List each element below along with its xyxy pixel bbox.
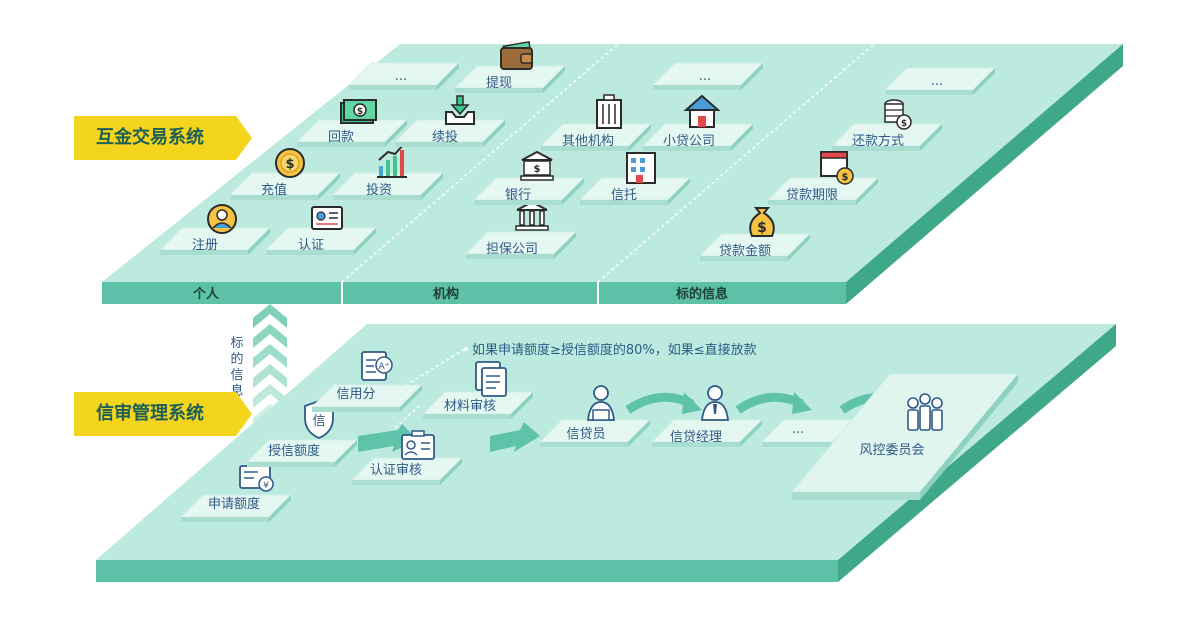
svg-text:担保公司: 担保公司 (486, 242, 538, 257)
tile-reinvest[interactable]: 续投 (394, 95, 506, 148)
flow-arrow-4 (735, 392, 812, 414)
loan-manager-icon (700, 385, 730, 421)
user-avatar-icon (207, 204, 237, 234)
id-card-icon (311, 206, 343, 230)
tile-verification-review[interactable]: 认证审核 (351, 430, 463, 486)
tile-repayment-method[interactable]: 还款方式 $ (831, 99, 943, 152)
target-info-vertical-label: 标的信息 (230, 336, 244, 399)
svg-text:认证审核: 认证审核 (370, 463, 422, 478)
tile-withdraw[interactable]: 提现 (454, 40, 566, 94)
bank-icon: $ (520, 150, 554, 181)
svg-text:$: $ (534, 164, 541, 175)
tile-approval-more[interactable]: ... (761, 419, 873, 448)
svg-text:提现: 提现 (486, 75, 512, 91)
committee-group-icon (907, 393, 943, 431)
tile-individual-more[interactable]: ... (348, 62, 460, 91)
tile-target-more[interactable]: ... (884, 67, 996, 96)
svg-text:信贷员: 信贷员 (566, 427, 605, 442)
credit-review-system-tag: 信审管理系统 (74, 392, 252, 436)
house-icon (683, 94, 721, 128)
svg-text:充值: 充值 (261, 182, 287, 198)
svg-text:信托: 信托 (611, 188, 637, 203)
svg-text:银行: 银行 (505, 188, 531, 203)
tile-apply-amount[interactable]: 申请额度 ¥ (180, 465, 292, 523)
p2p-trading-system-tag: 互金交易系统 (74, 116, 252, 160)
inbox-download-icon (445, 95, 475, 125)
id-badge-icon (401, 430, 435, 460)
tile-risk-committee[interactable]: 风控委员会 (790, 373, 1020, 500)
svg-text:认证: 认证 (298, 238, 324, 253)
svg-text:贷款期限: 贷款期限 (786, 188, 838, 203)
svg-text:A⁺: A⁺ (379, 362, 390, 372)
skyscraper-icon (596, 94, 622, 129)
money-bag-icon: $ (749, 207, 775, 237)
section-individual: 个人 (192, 286, 220, 302)
bottom-platform (96, 324, 1116, 582)
svg-text:$: $ (757, 220, 767, 236)
svg-text:...: ... (699, 69, 711, 84)
tile-trust[interactable]: 信托 (579, 152, 691, 206)
cash-icon: $ (340, 99, 377, 124)
svg-text:续投: 续投 (432, 129, 458, 145)
tile-credit-score[interactable]: 信用分 A⁺ (311, 351, 423, 413)
svg-text:其他机构: 其他机构 (562, 134, 614, 149)
coin-icon: $ (275, 148, 305, 178)
section-institution: 机构 (433, 286, 459, 302)
tile-loan-officer[interactable]: 信贷员 (539, 385, 651, 448)
svg-text:...: ... (931, 74, 943, 89)
tile-verify[interactable]: 认证 (265, 206, 377, 256)
svg-text:材料审核: 材料审核 (444, 399, 496, 414)
svg-text:投资: 投资 (366, 182, 392, 198)
growth-chart-icon (377, 143, 407, 178)
grade-document-icon: A⁺ (361, 351, 393, 381)
flow-arrow-3 (625, 392, 702, 414)
svg-text:申请额度: 申请额度 (208, 496, 260, 512)
svg-text:信用分: 信用分 (336, 387, 375, 402)
flow-arrow-2 (490, 422, 540, 452)
svg-text:...: ... (395, 69, 407, 84)
svg-text:小贷公司: 小贷公司 (663, 134, 715, 149)
tile-register[interactable]: 注册 (159, 204, 271, 256)
tile-material-review[interactable]: 材料审核 (422, 361, 534, 420)
svg-text:$: $ (357, 107, 363, 117)
svg-text:信贷经理: 信贷经理 (670, 430, 722, 445)
institution-icon (515, 200, 549, 231)
svg-text:$: $ (285, 157, 294, 172)
tile-repayment-received[interactable]: 回款 $ (296, 99, 408, 148)
approval-condition-note: 如果申请额度≥授信额度的80%，如果≤直接放款 (472, 342, 757, 358)
svg-text:$: $ (901, 119, 907, 129)
tile-guarantee-company[interactable]: 担保公司 (465, 200, 577, 260)
documents-icon (475, 361, 507, 397)
tile-bank[interactable]: 银行 $ (473, 150, 585, 206)
tile-invest[interactable]: 投资 (332, 143, 444, 201)
coin-stack-icon: $ (884, 99, 912, 130)
svg-text:信: 信 (312, 414, 325, 429)
svg-text:注册: 注册 (192, 238, 218, 253)
section-target-info: 标的信息 (675, 286, 728, 302)
svg-text:¥: ¥ (263, 481, 269, 491)
svg-text:还款方式: 还款方式 (852, 133, 904, 149)
tile-microloan-company[interactable]: 小贷公司 (642, 94, 754, 152)
loan-officer-icon (586, 385, 616, 421)
tile-loan-amount[interactable]: 贷款金额 $ (699, 207, 811, 262)
office-building-icon (626, 152, 656, 184)
wallet-icon (500, 40, 533, 70)
tile-loan-manager[interactable]: 信贷经理 (651, 385, 763, 448)
svg-text:授信额度: 授信额度 (268, 443, 320, 459)
tile-institution-more[interactable]: ... (652, 62, 764, 91)
tile-recharge[interactable]: 充值 $ (229, 148, 341, 201)
calendar-money-icon: $ (820, 151, 854, 185)
svg-text:...: ... (792, 422, 804, 437)
svg-text:风控委员会: 风控委员会 (859, 443, 924, 458)
yen-form-icon: ¥ (239, 465, 274, 492)
svg-text:回款: 回款 (328, 130, 354, 145)
tile-other-institutions[interactable]: 其他机构 (540, 94, 652, 152)
svg-text:$: $ (842, 172, 849, 183)
svg-text:贷款金额: 贷款金额 (719, 243, 771, 259)
tile-loan-term[interactable]: 贷款期限 $ (767, 151, 879, 206)
